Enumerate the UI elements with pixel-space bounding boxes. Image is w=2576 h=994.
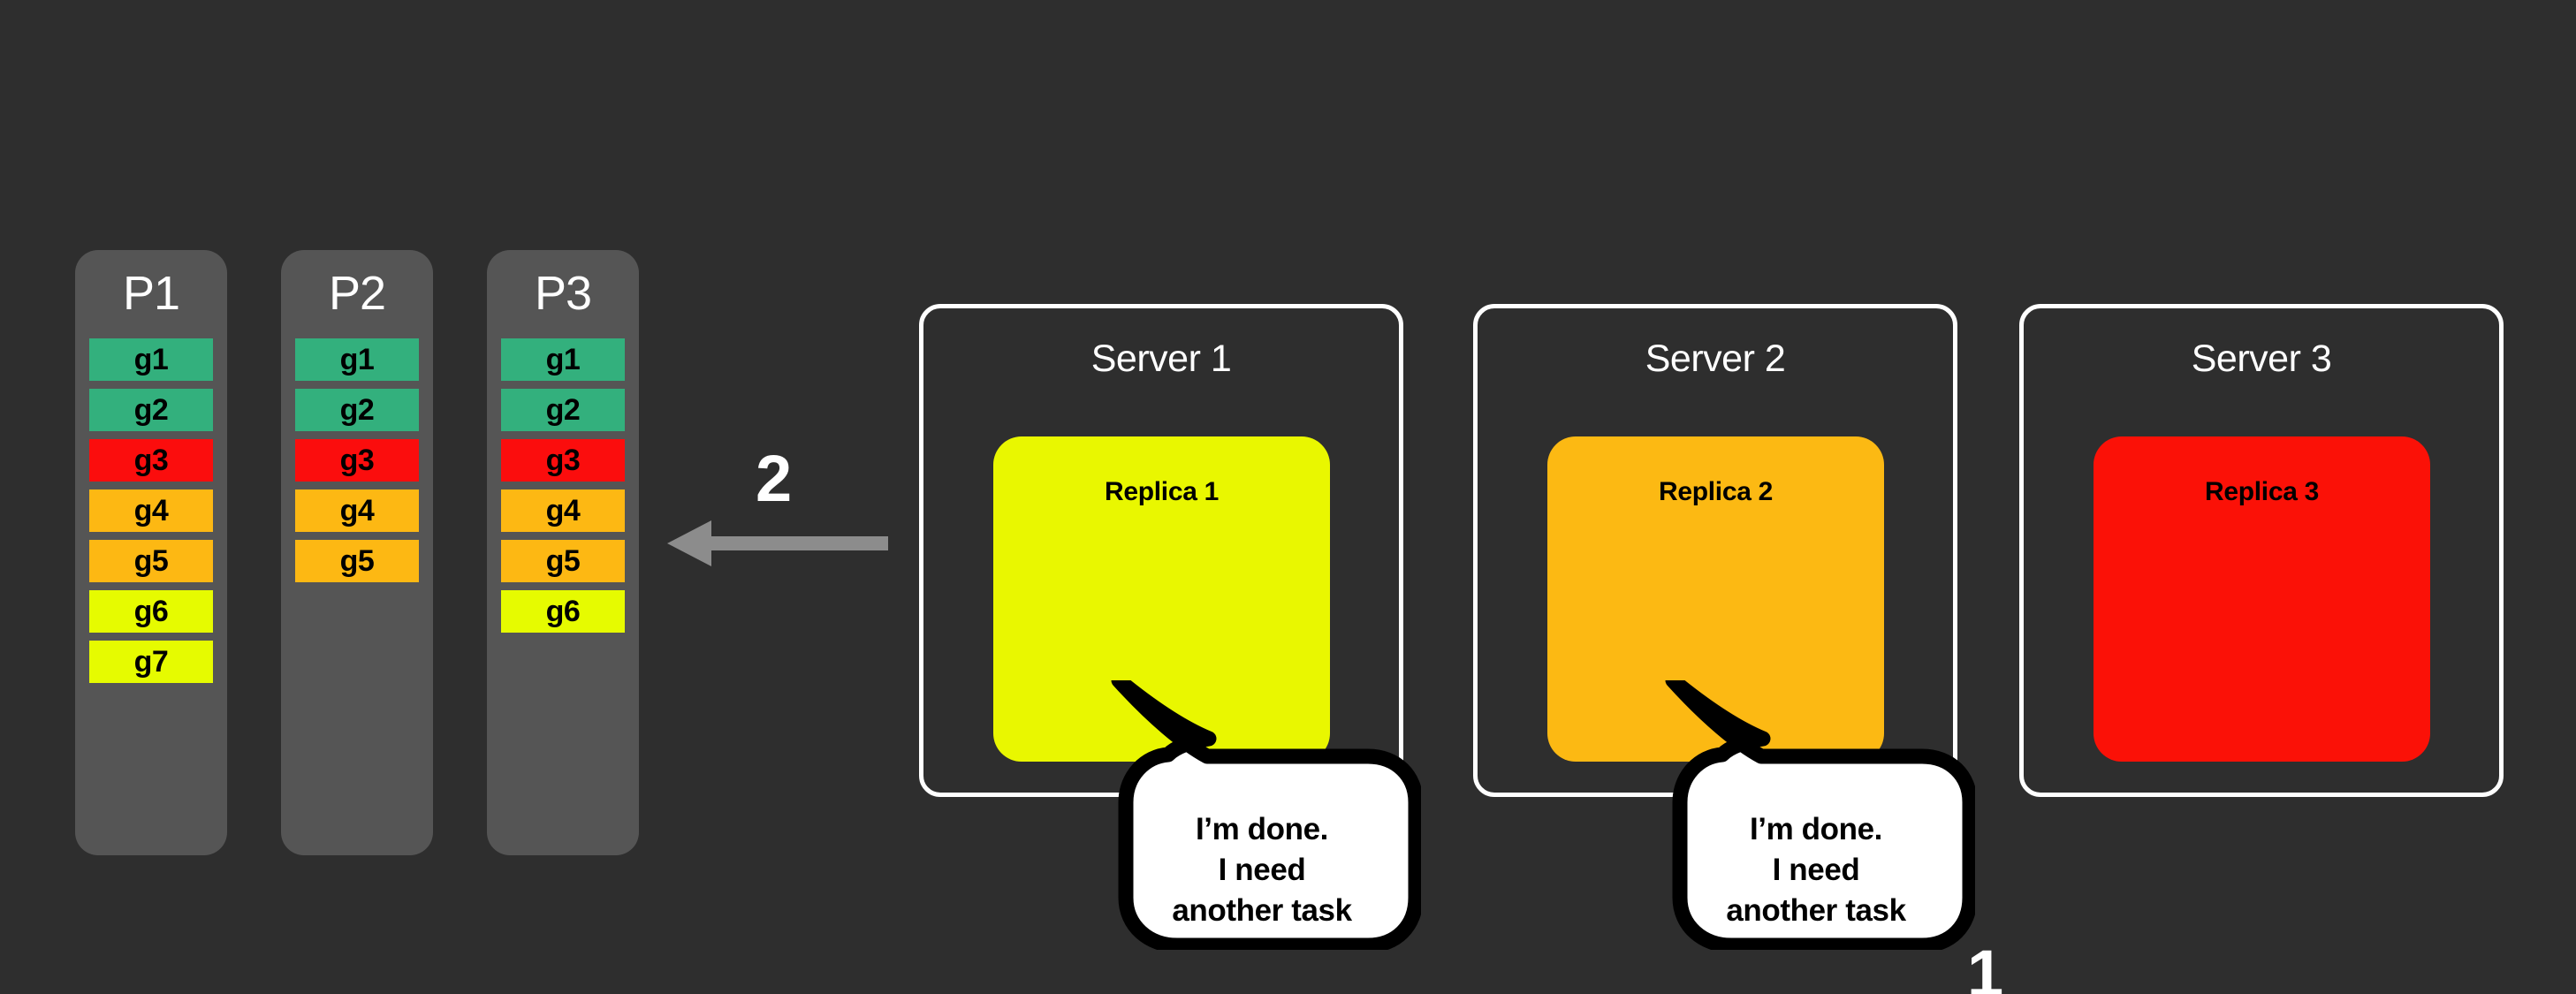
partition-column-p1[interactable]: P1 g1 g2 g3 g4 g5 g6 g7 <box>75 250 227 855</box>
replica-label-1: Replica 1 <box>1104 477 1220 506</box>
group-cell[interactable]: g5 <box>89 540 213 582</box>
partition-title-p1: P1 <box>122 267 180 320</box>
replica-box-3[interactable]: Replica 3 <box>2093 436 2430 762</box>
group-cell[interactable]: g3 <box>295 439 419 482</box>
group-cell[interactable]: g3 <box>501 439 625 482</box>
group-cell[interactable]: g1 <box>295 338 419 381</box>
partition-title-p2: P2 <box>328 267 386 320</box>
group-cell[interactable]: g3 <box>89 439 213 482</box>
group-cell[interactable]: g5 <box>501 540 625 582</box>
group-cell[interactable]: g2 <box>295 389 419 431</box>
step-number-1: 1 <box>1967 937 2004 994</box>
group-stack-p1: g1 g2 g3 g4 g5 g6 g7 <box>89 338 213 691</box>
speech-bubble-text-1: I’m done. I need another task <box>1172 812 1352 929</box>
partition-column-p3[interactable]: P3 g1 g2 g3 g4 g5 g6 <box>487 250 639 855</box>
group-stack-p3: g1 g2 g3 g4 g5 g6 <box>501 338 625 641</box>
group-stack-p2: g1 g2 g3 g4 g5 <box>295 338 419 590</box>
group-cell[interactable]: g6 <box>501 590 625 633</box>
group-cell[interactable]: g6 <box>89 590 213 633</box>
group-cell[interactable]: g7 <box>89 641 213 683</box>
replica-label-2: Replica 2 <box>1658 477 1774 506</box>
speech-bubble-server-1[interactable]: I’m done. I need another task <box>1103 680 1421 950</box>
server-box-3[interactable]: Server 3 <box>2019 304 2504 797</box>
server-title-3: Server 3 <box>2191 338 2332 380</box>
group-cell[interactable]: g4 <box>295 489 419 532</box>
flow-arrow-left <box>667 517 888 570</box>
replica-label-3: Replica 3 <box>2204 477 2320 506</box>
speech-bubble-shape <box>1111 680 1421 950</box>
server-title-2: Server 2 <box>1645 338 1786 380</box>
speech-bubble-text-2: I’m done. I need another task <box>1726 812 1906 929</box>
group-cell[interactable]: g4 <box>89 489 213 532</box>
group-cell[interactable]: g1 <box>501 338 625 381</box>
partition-column-p2[interactable]: P2 g1 g2 g3 g4 g5 <box>281 250 433 855</box>
group-cell[interactable]: g4 <box>501 489 625 532</box>
server-title-1: Server 1 <box>1090 338 1232 380</box>
speech-bubble-server-2[interactable]: I’m done. I need another task <box>1657 680 1975 950</box>
group-cell[interactable]: g1 <box>89 338 213 381</box>
step-number-2: 2 <box>756 442 793 515</box>
speech-bubble-shape <box>1665 680 1975 950</box>
group-cell[interactable]: g5 <box>295 540 419 582</box>
partition-title-p3: P3 <box>534 267 592 320</box>
arrow-left-icon <box>667 520 888 566</box>
group-cell[interactable]: g2 <box>501 389 625 431</box>
group-cell[interactable]: g2 <box>89 389 213 431</box>
